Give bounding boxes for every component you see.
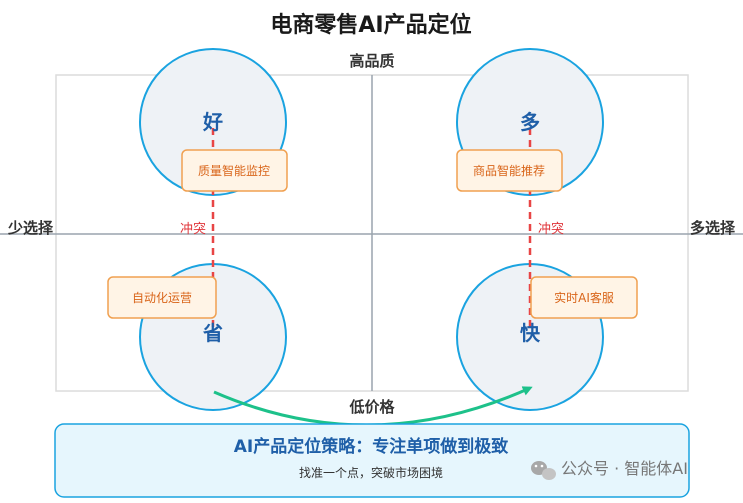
circle-label-top-left: 好 bbox=[202, 110, 223, 134]
strategy-title: AI产品定位策略：专注单项做到极致 bbox=[234, 436, 509, 457]
feature-box-automation-label: 自动化运营 bbox=[132, 291, 192, 305]
watermark-text: 公众号 · 智能体AI bbox=[561, 459, 688, 478]
axis-label-left: 少选择 bbox=[7, 219, 54, 237]
conflict-label-right: 冲突 bbox=[538, 221, 564, 237]
wechat-icon bbox=[531, 461, 556, 480]
strategy-box bbox=[54, 423, 690, 498]
feature-box-automation bbox=[107, 276, 217, 319]
axis-label-top: 高品质 bbox=[349, 52, 394, 70]
axis-label-bottom: 低价格 bbox=[348, 398, 395, 416]
circle-label-bottom-left: 省 bbox=[202, 321, 223, 345]
feature-box-recommend bbox=[456, 149, 563, 192]
conflict-label-left: 冲突 bbox=[180, 221, 206, 237]
feature-box-quality bbox=[181, 149, 288, 192]
feature-box-service-label: 实时AI客服 bbox=[554, 290, 614, 305]
page-title: 电商零售AI产品定位 bbox=[270, 12, 471, 38]
circle-label-top-right: 多 bbox=[520, 110, 540, 134]
feature-box-quality-label: 质量智能监控 bbox=[198, 163, 270, 178]
strategy-subtitle: 找准一个点，突破市场困境 bbox=[299, 465, 443, 480]
axis-label-right: 多选择 bbox=[690, 219, 736, 237]
feature-box-recommend-label: 商品智能推荐 bbox=[473, 163, 545, 178]
feature-box-service bbox=[530, 276, 638, 319]
circle-label-bottom-right: 快 bbox=[520, 321, 541, 345]
